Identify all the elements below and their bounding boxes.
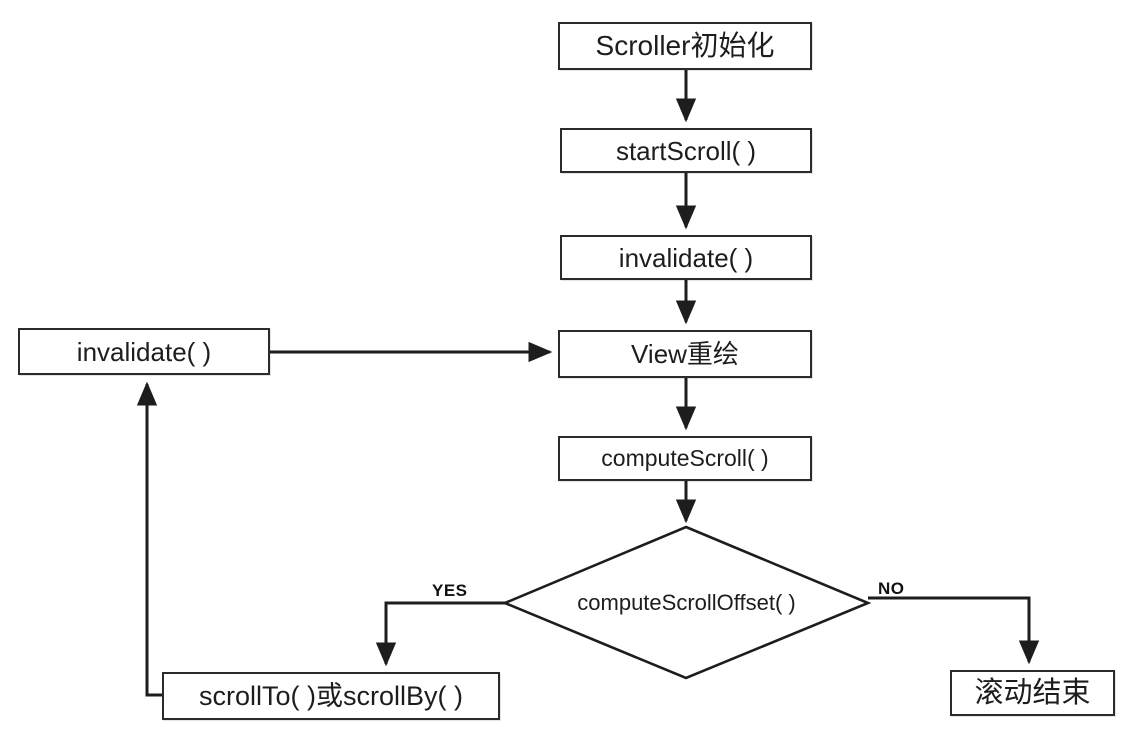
edge-label-no: NO	[878, 579, 905, 598]
node-scroll-to-by[interactable]: scrollTo( )或scrollBy( )	[162, 672, 500, 720]
node-invalidate-main[interactable]: invalidate( )	[560, 235, 812, 280]
node-view-redraw-label: View重绘	[631, 339, 739, 369]
node-scroll-end[interactable]: 滚动结束	[950, 670, 1115, 716]
node-scroller-init[interactable]: Scroller初始化	[558, 22, 812, 70]
node-start-scroll-label: startScroll( )	[615, 135, 757, 166]
node-invalidate-left[interactable]: invalidate( )	[18, 328, 270, 375]
edge-label-yes: YES	[432, 581, 468, 600]
edge-scrollto-to-invalidate-left	[136, 381, 162, 697]
node-scroller-init-label: Scroller初始化	[595, 30, 775, 61]
node-scroll-to-by-label: scrollTo( )或scrollBy( )	[198, 680, 463, 711]
node-compute-scroll-label: computeScroll( )	[601, 445, 769, 471]
node-scroll-end-label: 滚动结束	[974, 676, 1091, 709]
node-compute-scroll[interactable]: computeScroll( )	[558, 436, 812, 481]
node-invalidate-left-label: invalidate( )	[76, 336, 212, 367]
edge-offset-no-to-scrollend	[868, 596, 1040, 665]
node-start-scroll[interactable]: startScroll( )	[560, 128, 812, 173]
node-view-redraw[interactable]: View重绘	[558, 330, 812, 378]
node-invalidate-main-label: invalidate( )	[618, 242, 754, 273]
edge-offset-yes-to-scrollto	[375, 601, 505, 667]
decision-diamond-shape	[501, 525, 872, 680]
